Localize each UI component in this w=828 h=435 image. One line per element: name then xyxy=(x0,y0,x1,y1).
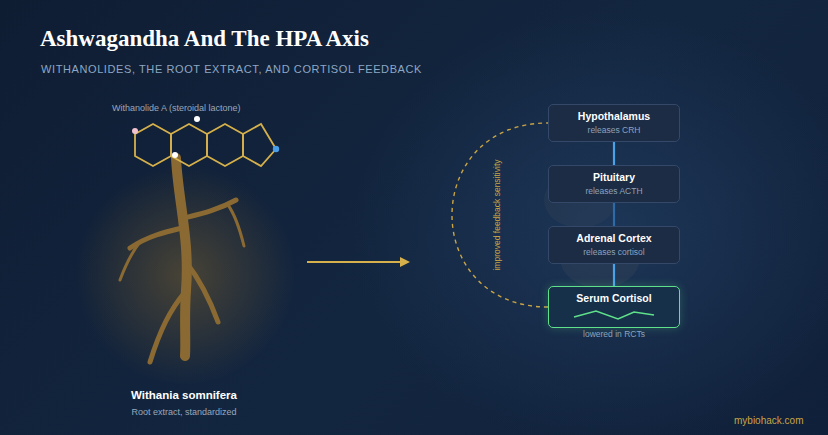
flow-arrow xyxy=(307,261,408,263)
atom-dot xyxy=(273,146,279,152)
cortisol-trace xyxy=(572,307,656,321)
subtitle: WITHANOLIDES, THE ROOT EXTRACT, AND CORT… xyxy=(41,63,422,75)
axis-connector xyxy=(613,203,615,226)
title: Ashwagandha And The HPA Axis xyxy=(40,26,369,52)
box-subtext: releases CRH xyxy=(557,125,671,135)
loop-label: improved feedback sensitivity xyxy=(492,159,502,270)
box-heading: Hypothalamus xyxy=(557,110,671,122)
root xyxy=(120,158,244,362)
atom-dot xyxy=(172,152,178,158)
axis-connector xyxy=(613,142,615,165)
box-heading: Pituitary xyxy=(557,171,671,183)
molecule xyxy=(135,124,276,166)
box-heading: Serum Cortisol xyxy=(557,292,671,304)
feedback-loop xyxy=(452,123,548,307)
result-note: lowered in RCTs xyxy=(583,329,645,339)
process-box: Adrenal Cortex releases cortisol xyxy=(548,226,680,264)
watermark: mybiohack.com xyxy=(734,415,803,426)
box-subtext: releases cortisol xyxy=(557,247,671,257)
process-box: Hypothalamus releases CRH xyxy=(548,104,680,142)
molecule-label: Withanolide A (steroidal lactone) xyxy=(112,103,241,113)
atom-dot xyxy=(132,128,138,134)
box-subtext: releases ACTH xyxy=(557,186,671,196)
species-note: Root extract, standardized xyxy=(131,407,236,417)
atom-dot xyxy=(194,116,200,122)
species-name: Withania somnifera xyxy=(131,389,237,401)
box-heading: Adrenal Cortex xyxy=(557,232,671,244)
process-box: Pituitary releases ACTH xyxy=(548,165,680,203)
result-box: Serum Cortisol xyxy=(548,286,680,328)
axis-connector xyxy=(613,264,615,286)
